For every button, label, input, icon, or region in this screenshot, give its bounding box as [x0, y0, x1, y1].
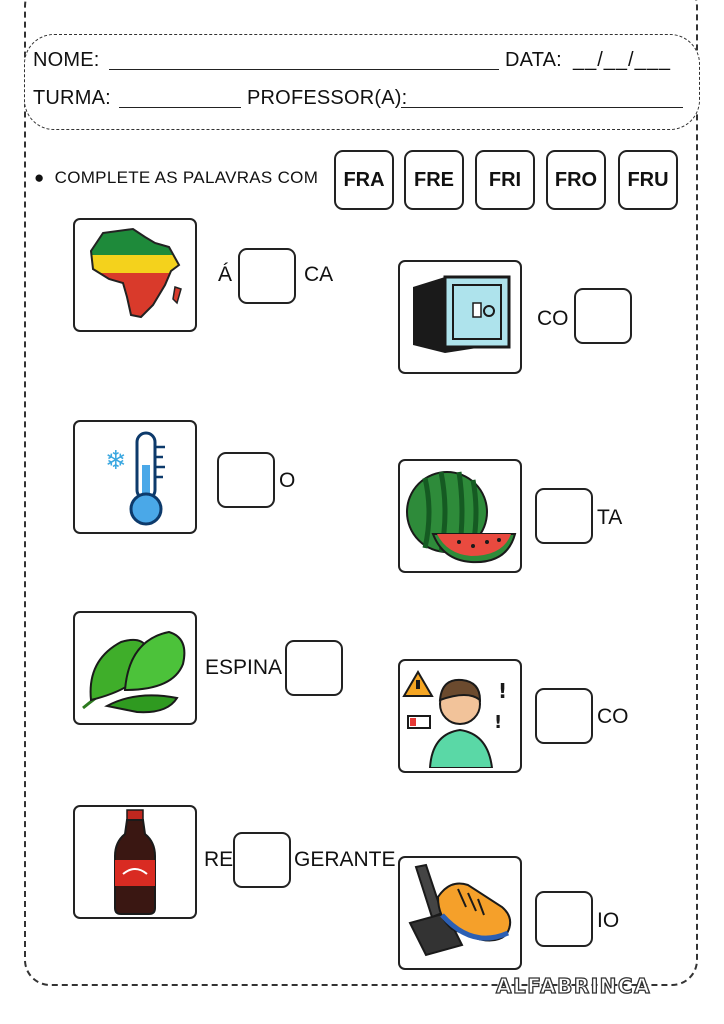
item-6-answer-box[interactable] [535, 688, 593, 744]
turma-field[interactable] [119, 107, 241, 108]
instruction-text: COMPLETE AS PALAVRAS COM [54, 168, 319, 187]
svg-text:!: ! [494, 712, 502, 733]
brand-logo: ALFABRINCA [495, 973, 652, 998]
item-5-answer-box[interactable] [285, 640, 343, 696]
item-7-suffix: GERANTE [294, 848, 396, 871]
item-4-suffix: TA [597, 506, 623, 529]
professor-field[interactable] [401, 107, 683, 108]
syllable-fre: FRE [404, 150, 464, 210]
nome-field[interactable] [109, 69, 499, 70]
item-5-prefix: ESPINA [205, 656, 283, 679]
watermelon-icon [398, 459, 522, 573]
item-4-answer-box[interactable] [535, 488, 593, 544]
data-label: DATA: [505, 49, 562, 71]
syllable-fri: FRI [475, 150, 535, 210]
bullet-icon: ● [34, 168, 55, 187]
syllable-fru: FRU [618, 150, 678, 210]
svg-text:❄: ❄ [105, 446, 127, 476]
student-info-header: NOME: DATA: __/__/___ TURMA: PROFESSOR(A… [24, 34, 700, 130]
weak-person-icon: ! ! [398, 659, 522, 773]
svg-text:!: ! [498, 679, 507, 703]
instruction: ● COMPLETE AS PALAVRAS COM [34, 168, 318, 188]
item-7-prefix: RE [204, 848, 234, 871]
spinach-icon [73, 611, 197, 725]
soda-bottle-icon [73, 805, 197, 919]
syllable-fro: FRO [546, 150, 606, 210]
safe-icon [398, 260, 522, 374]
professor-label: PROFESSOR(A): [247, 87, 408, 109]
item-8-answer-box[interactable] [535, 891, 593, 947]
item-2-prefix: CO [537, 307, 569, 330]
item-1-answer-box[interactable] [238, 248, 296, 304]
item-3-suffix: O [279, 469, 296, 492]
thermometer-snowflake-icon: ❄ [73, 420, 197, 534]
brake-pedal-shoe-icon [398, 856, 522, 970]
item-1-suffix: CA [304, 263, 334, 286]
item-8-suffix: IO [597, 909, 620, 932]
syllable-fra: FRA [334, 150, 394, 210]
item-1-prefix: Á [218, 263, 233, 286]
africa-map-icon [73, 218, 197, 332]
nome-label: NOME: [33, 49, 100, 71]
item-6-suffix: CO [597, 705, 629, 728]
item-2-answer-box[interactable] [574, 288, 632, 344]
turma-label: TURMA: [33, 87, 111, 109]
worksheet-border [24, 0, 698, 986]
item-3-answer-box[interactable] [217, 452, 275, 508]
item-7-answer-box[interactable] [233, 832, 291, 888]
data-field[interactable]: __/__/___ [573, 49, 671, 71]
